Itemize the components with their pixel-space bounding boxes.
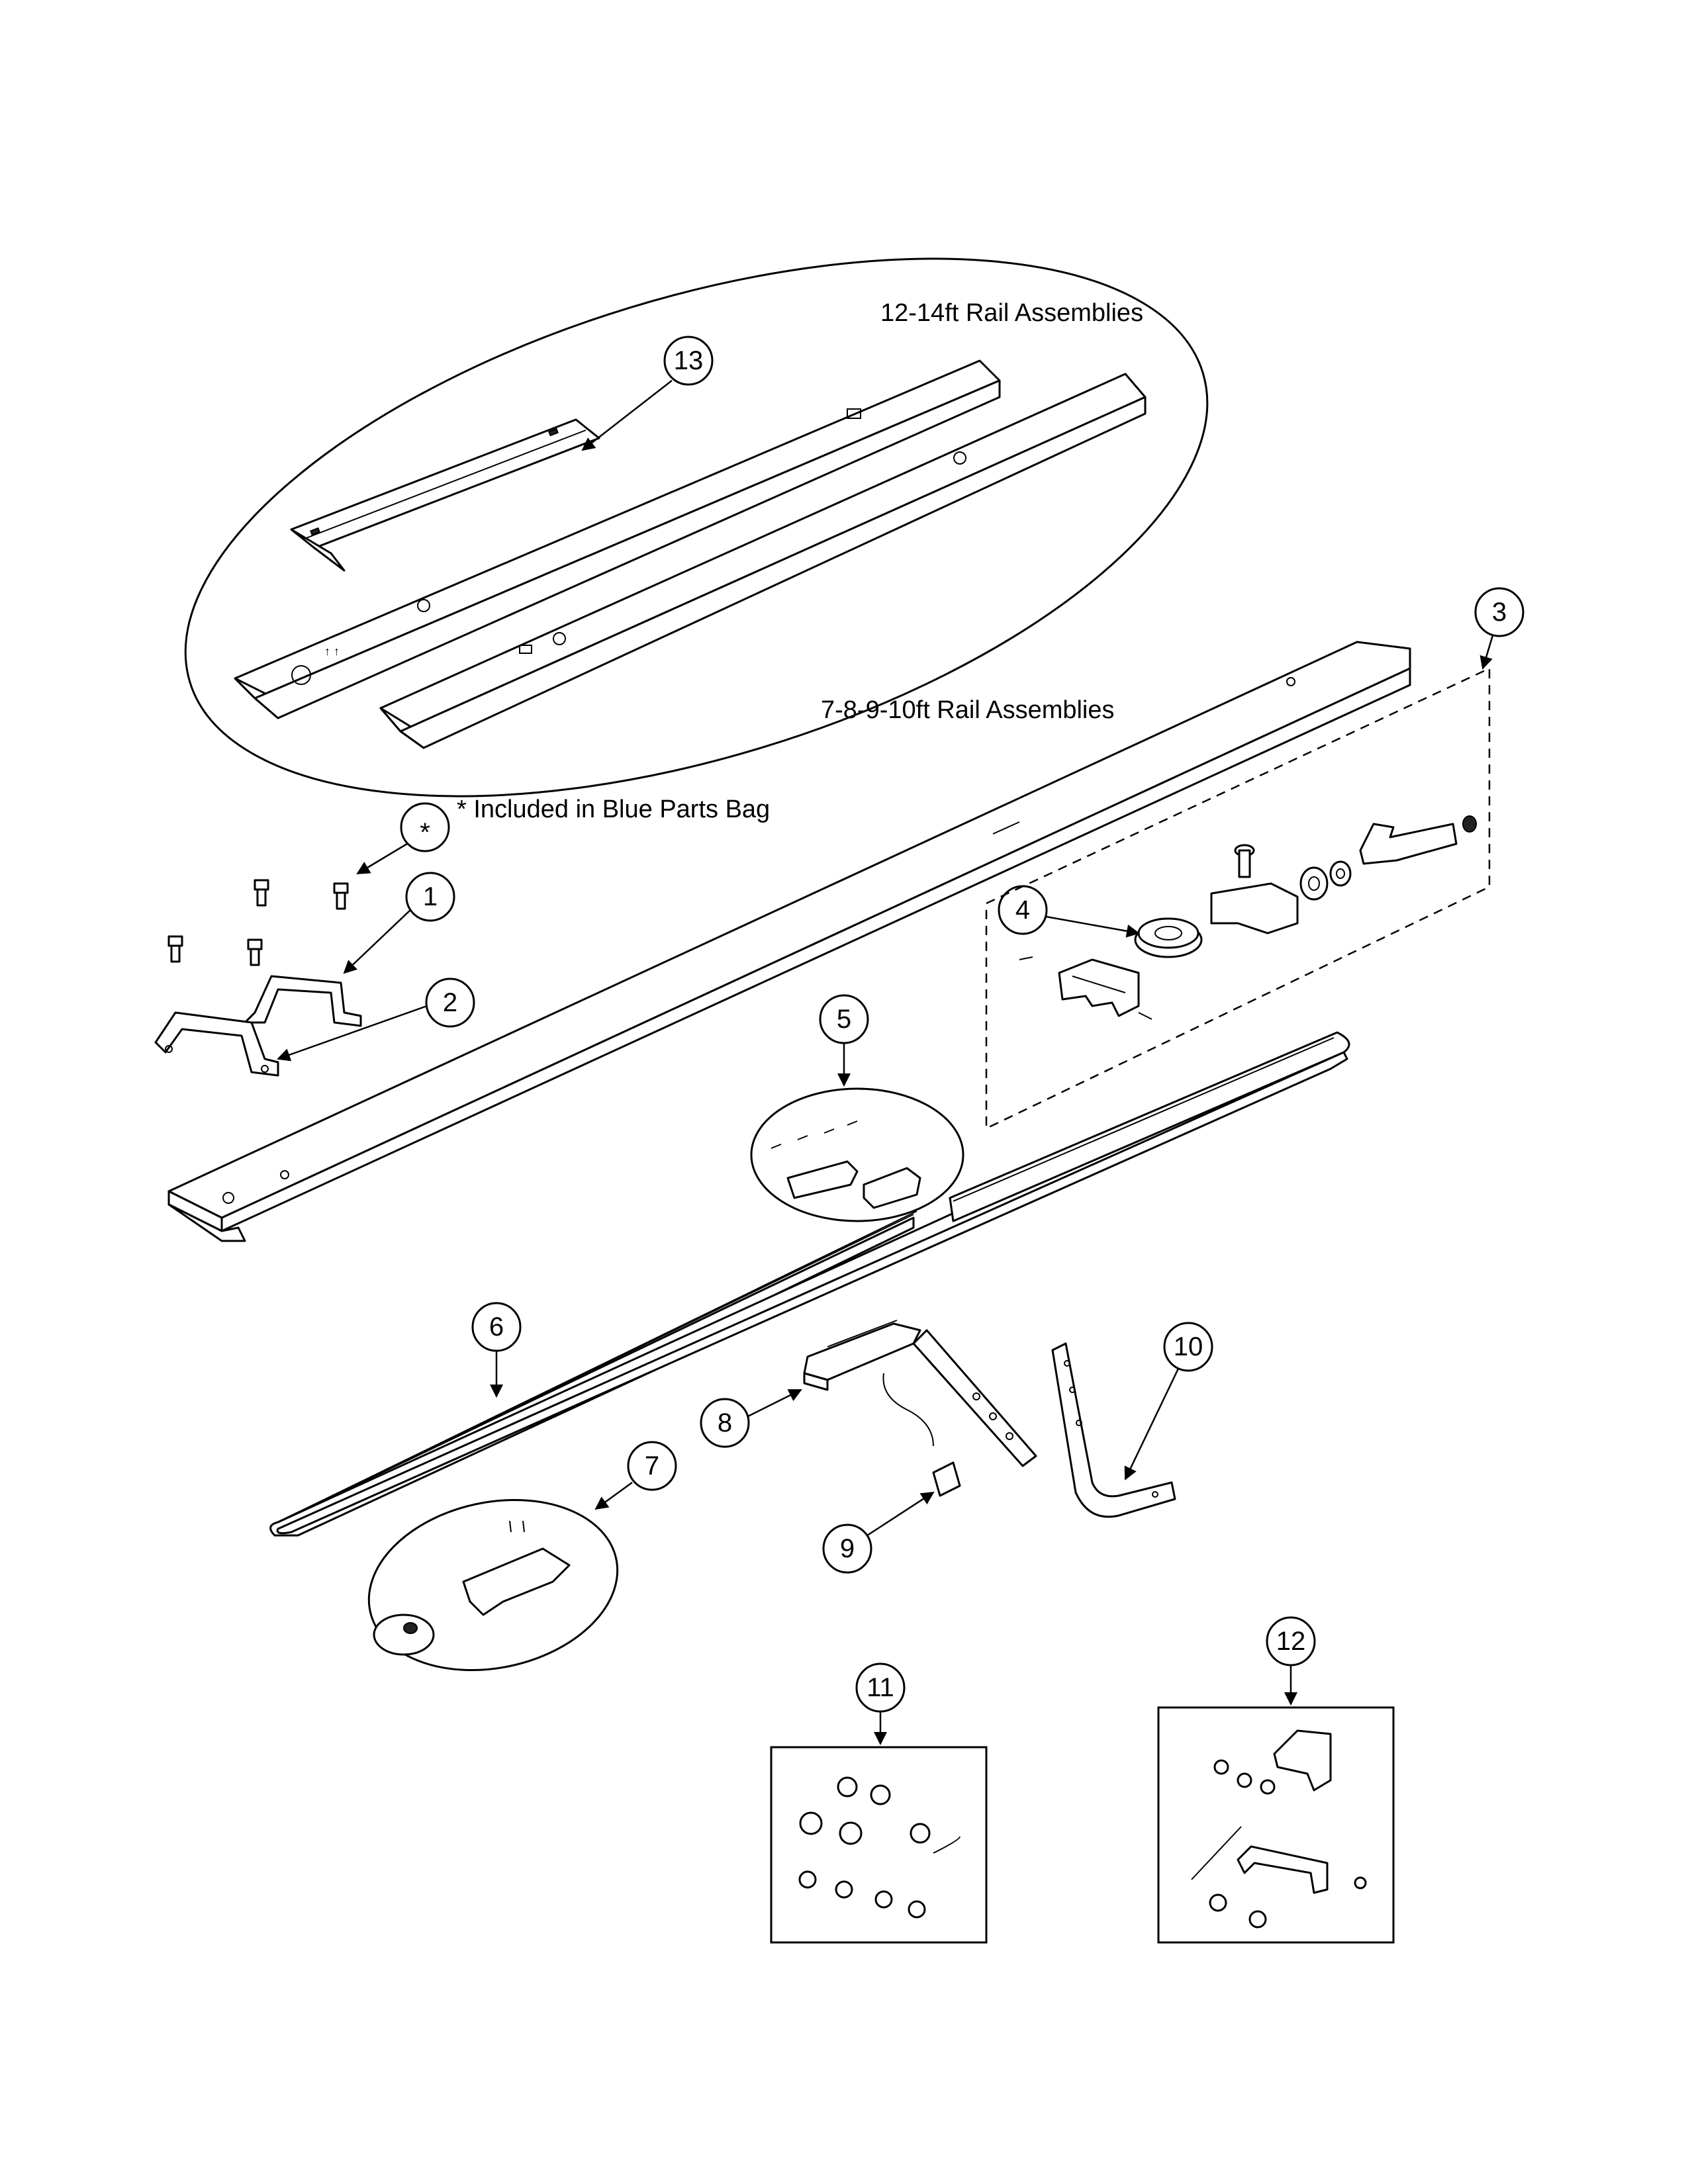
blue-parts-bag-note: * * Included in Blue Parts Bag: [356, 796, 770, 875]
svg-text:8: 8: [718, 1408, 732, 1437]
long-rail-ellipse: [184, 257, 1209, 797]
svg-text:12: 12: [1276, 1627, 1306, 1656]
main-rail: 7-8-9-10ft Rail Assemblies: [167, 641, 1411, 1242]
trolley-connector-group-7: 7: [367, 1441, 677, 1671]
svg-text:11: 11: [867, 1673, 894, 1702]
callout-5: 5: [819, 994, 869, 1087]
bolt-set-loose: [167, 879, 349, 966]
callout-8: 8: [700, 1388, 802, 1448]
callout-3: 3: [1474, 587, 1524, 670]
curved-door-arm-10: 10: [1051, 1322, 1213, 1518]
svg-text:13: 13: [674, 346, 704, 375]
svg-text:9: 9: [840, 1534, 855, 1563]
trolley-connector-7: [462, 1547, 571, 1616]
svg-text:1: 1: [423, 882, 438, 911]
idler-washer-small: [1329, 860, 1352, 887]
idler-bolt: [1234, 844, 1255, 878]
hardware-kit-11: 11: [770, 1662, 988, 1944]
drive-belt-6: 6: [269, 1031, 1350, 1537]
short-rail-heading: 7-8-9-10ft Rail Assemblies: [821, 696, 1115, 724]
rail-section-13: [290, 418, 600, 572]
svg-text:7: 7: [645, 1451, 659, 1480]
callout-6: 6: [471, 1302, 522, 1398]
rail-long-back: [379, 373, 1147, 749]
belt-connector-group-5: 5: [750, 994, 964, 1222]
header-bracket-1: [244, 975, 362, 1027]
idler-shaft-bracket: [1359, 823, 1458, 865]
callout-10: 10: [1124, 1322, 1213, 1480]
svg-text:*: *: [420, 818, 430, 847]
callout-1: 1: [343, 872, 455, 974]
callout-9: 9: [822, 1491, 935, 1574]
svg-text:10: 10: [1174, 1332, 1203, 1361]
callout-2: 2: [277, 978, 475, 1062]
svg-text:4: 4: [1015, 895, 1030, 925]
svg-text:3: 3: [1492, 598, 1507, 627]
callout-7: 7: [594, 1441, 677, 1510]
idler-pulley-4: [1134, 917, 1203, 958]
idler-assembly-group: 3 4: [985, 587, 1524, 1130]
svg-text:6: 6: [489, 1312, 504, 1342]
idler-bracket: [1058, 958, 1140, 1017]
svg-text:↑ ↑: ↑ ↑: [324, 645, 340, 658]
straight-door-arm: [912, 1329, 1037, 1467]
connector-plate-5: [786, 1160, 859, 1199]
connector-sleeve-5: [863, 1167, 921, 1209]
sprocket-7: [373, 1614, 435, 1656]
idler-washer-large: [1299, 866, 1329, 901]
idler-nut: [1462, 815, 1477, 833]
svg-text:5: 5: [837, 1005, 851, 1034]
trolley-8: 8: [700, 1320, 934, 1448]
idler-bracket-plate: [1210, 882, 1299, 934]
svg-text:2: 2: [443, 988, 457, 1017]
callout-13: 13: [581, 336, 714, 451]
hardware-kit-12: 12: [1157, 1616, 1395, 1944]
connector-screws-5: [771, 1120, 858, 1149]
long-rail-assemblies-group: 12-14ft Rail Assemblies ↑ ↑: [184, 257, 1209, 797]
long-rail-heading: 12-14ft Rail Assemblies: [880, 299, 1143, 327]
callout-12: 12: [1266, 1616, 1316, 1706]
callout-4: 4: [998, 885, 1140, 938]
blue-parts-bag-label: * Included in Blue Parts Bag: [457, 796, 770, 823]
emergency-release-handle-9: 9: [822, 1461, 961, 1574]
header-bracket-2: [154, 1011, 279, 1077]
callout-11: 11: [855, 1662, 906, 1745]
rail-long-front: ↑ ↑: [234, 359, 1001, 719]
